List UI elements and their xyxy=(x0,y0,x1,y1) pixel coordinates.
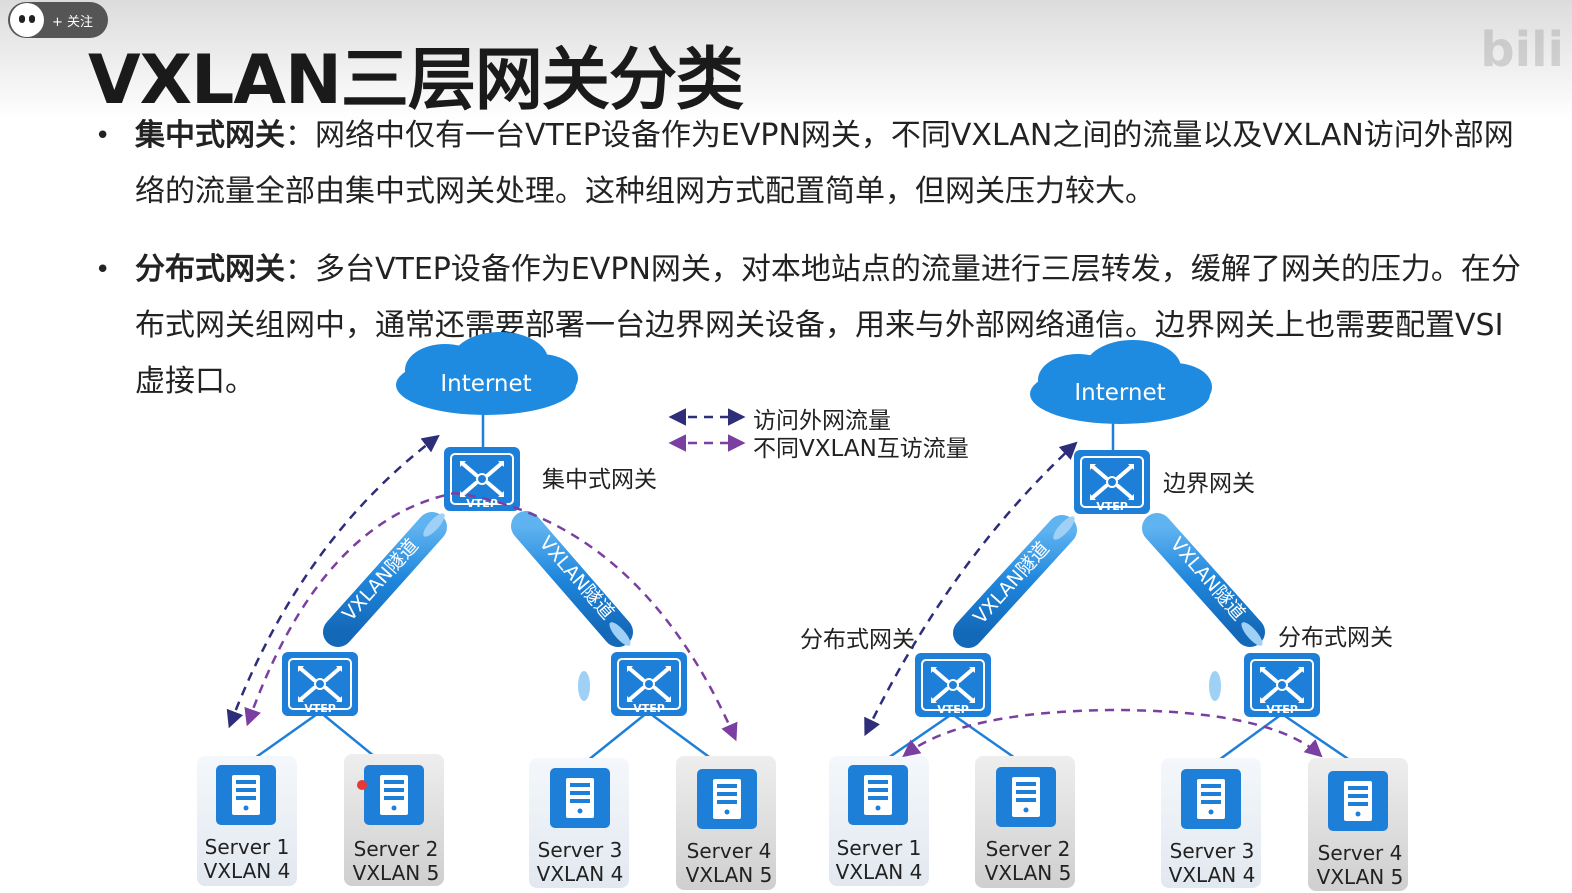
svg-text:VXLAN 5: VXLAN 5 xyxy=(1317,865,1404,889)
external-traffic-arrow xyxy=(864,441,1078,737)
tunnel-label: VXLAN隧道 xyxy=(338,535,423,626)
server-card: Server 4 VXLAN 5 xyxy=(676,756,776,890)
central-gateway-label: 集中式网关 xyxy=(542,467,657,493)
svg-text:VTEP: VTEP xyxy=(1096,500,1128,513)
svg-text:VXLAN 4: VXLAN 4 xyxy=(204,859,291,883)
follow-label: + 关注 xyxy=(52,14,94,30)
legend-inter-vxlan-label: 不同VXLAN互访流量 xyxy=(753,436,969,462)
tunnel-label: VXLAN隧道 xyxy=(1166,533,1250,625)
dist-gateway-right-vtep-icon: VTEP xyxy=(1242,651,1322,719)
tunnel-label: VXLAN隧道 xyxy=(419,676,521,698)
dist-gateway-label-right: 分布式网关 xyxy=(1278,625,1393,651)
svg-text:Server 4: Server 4 xyxy=(687,839,772,863)
svg-text:VTEP: VTEP xyxy=(633,702,665,715)
tunnel-horizontal: VXLAN隧道 xyxy=(995,671,1228,701)
svg-text:Server 4: Server 4 xyxy=(1318,841,1403,865)
dist-gateway-label-left: 分布式网关 xyxy=(800,627,915,653)
server-icon xyxy=(848,765,908,825)
border-gateway-label: 边界网关 xyxy=(1163,471,1255,497)
server-icon xyxy=(1181,769,1241,829)
svg-text:VXLAN 4: VXLAN 4 xyxy=(1169,863,1256,887)
legend-external-label: 访问外网流量 xyxy=(753,408,891,434)
internet-label: Internet xyxy=(1074,380,1165,406)
inter-vxlan-traffic-arrow xyxy=(244,491,738,742)
bilibili-watermark: bili xyxy=(1480,22,1564,78)
server-icon xyxy=(364,765,424,825)
internet-cloud: Internet xyxy=(396,332,578,415)
server-card: Server 1 VXLAN 4 xyxy=(829,756,929,886)
tunnel-left-diagonal: VXLAN隧道 xyxy=(953,515,1077,648)
bullet-text: 网络中仅有一台VTEP设备作为EVPN网关，不同VXLAN之间的流量以及VXLA… xyxy=(135,118,1514,209)
central-gateway-vtep-icon: VTEP xyxy=(442,445,522,513)
svg-text:VXLAN 4: VXLAN 4 xyxy=(537,862,624,886)
follow-button[interactable]: + 关注 xyxy=(8,2,108,38)
tunnel-left-diagonal: VXLAN隧道 xyxy=(323,512,447,647)
svg-text:Server 3: Server 3 xyxy=(538,838,623,862)
svg-text:VXLAN 4: VXLAN 4 xyxy=(836,860,923,884)
server-card: Server 3 VXLAN 4 xyxy=(1161,758,1261,888)
centralized-diagram: VXLAN隧道 VXLAN隧道 VXLAN隧道 Internet VTEP xyxy=(197,332,776,890)
svg-text:VTEP: VTEP xyxy=(1266,703,1298,716)
bullet-distributed: 分布式网关：多台VTEP设备作为EVPN网关，对本地站点的流量进行三层转发，缓解… xyxy=(95,242,1530,410)
slide-title: VXLAN三层网关分类 xyxy=(88,41,744,120)
tunnel-horizontal: VXLAN隧道 xyxy=(363,671,597,701)
svg-text:VXLAN 5: VXLAN 5 xyxy=(353,861,440,885)
bullet-sep: ： xyxy=(285,252,315,287)
server-icon xyxy=(996,767,1056,827)
internet-cloud: Internet xyxy=(1030,340,1212,424)
tunnel-label: VXLAN隧道 xyxy=(969,538,1054,629)
internet-label: Internet xyxy=(440,371,531,397)
svg-text:VTEP: VTEP xyxy=(466,497,498,510)
vtep-left-icon: VTEP xyxy=(280,650,360,718)
server-card: Server 4 VXLAN 5 xyxy=(1308,758,1408,891)
tunnel-label: VXLAN隧道 xyxy=(535,532,619,624)
server-card: Server 2 VXLAN 5 xyxy=(344,754,444,886)
bullet-sep: ： xyxy=(285,118,315,153)
bullet-centralized: 集中式网关：网络中仅有一台VTEP设备作为EVPN网关，不同VXLAN之间的流量… xyxy=(95,108,1530,220)
server-icon xyxy=(550,768,610,828)
server-icon xyxy=(216,765,276,825)
bullet-term: 集中式网关 xyxy=(135,118,285,153)
cursor-dot xyxy=(357,780,367,790)
svg-text:Server 1: Server 1 xyxy=(205,835,290,859)
svg-text:Server 3: Server 3 xyxy=(1170,839,1255,863)
inter-vxlan-traffic-arrow xyxy=(902,708,1323,758)
vtep-right-icon: VTEP xyxy=(609,650,689,718)
bullet-term: 分布式网关 xyxy=(135,252,285,287)
legend: 访问外网流量 不同VXLAN互访流量 xyxy=(668,408,969,462)
avatar xyxy=(10,3,44,37)
dist-gateway-left-vtep-icon: VTEP xyxy=(913,651,993,719)
server-card: Server 2 VXLAN 5 xyxy=(975,756,1075,888)
svg-text:VXLAN 5: VXLAN 5 xyxy=(985,861,1072,885)
server-icon xyxy=(697,769,757,829)
tunnel-right-diagonal: VXLAN隧道 xyxy=(1142,513,1265,647)
top-fade xyxy=(0,0,1572,120)
svg-text:VTEP: VTEP xyxy=(937,703,969,716)
server-card: Server 1 VXLAN 4 xyxy=(197,756,297,886)
external-traffic-arrow xyxy=(226,434,440,729)
tunnel-label: VXLAN隧道 xyxy=(1051,679,1153,701)
svg-text:VTEP: VTEP xyxy=(304,702,336,715)
svg-text:Server 2: Server 2 xyxy=(986,837,1071,861)
border-gateway-vtep-icon: VTEP xyxy=(1072,448,1152,516)
tunnel-right-diagonal: VXLAN隧道 xyxy=(511,511,633,647)
server-icon xyxy=(1328,771,1388,831)
svg-text:VXLAN 5: VXLAN 5 xyxy=(686,863,773,887)
svg-text:Server 2: Server 2 xyxy=(354,837,439,861)
server-card: Server 3 VXLAN 4 xyxy=(529,758,629,888)
distributed-diagram: VXLAN隧道 VXLAN隧道 VXLAN隧道 Internet VTEP VT… xyxy=(800,340,1408,891)
svg-text:Server 1: Server 1 xyxy=(837,836,922,860)
bullet-text: 多台VTEP设备作为EVPN网关，对本地站点的流量进行三层转发，缓解了网关的压力… xyxy=(135,252,1521,399)
